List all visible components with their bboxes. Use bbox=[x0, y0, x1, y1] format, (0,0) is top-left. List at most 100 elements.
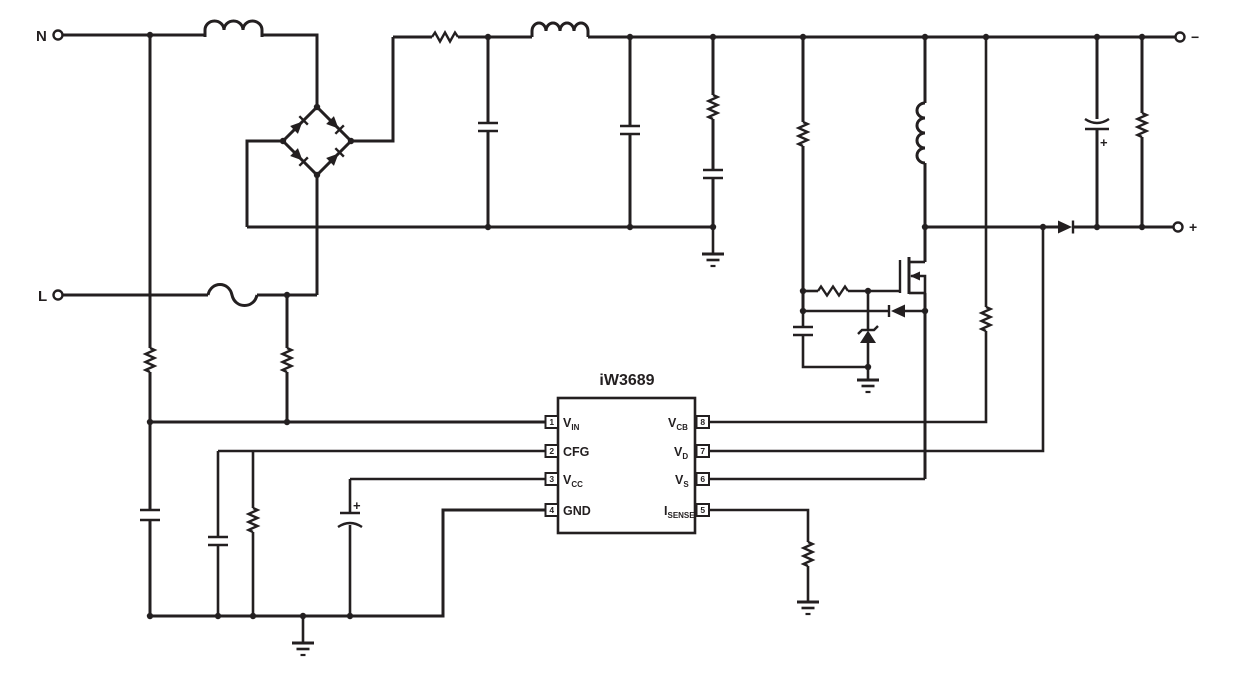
zener-diode-icon bbox=[857, 325, 879, 343]
junction-dot bbox=[283, 418, 291, 426]
pin-1-box bbox=[544, 415, 559, 429]
ic-title: iW3689 bbox=[599, 372, 654, 389]
junction-dot bbox=[146, 418, 154, 426]
dc-return-rail bbox=[247, 223, 724, 268]
wire-dc-negative bbox=[245, 139, 283, 227]
gate-resistor-icon bbox=[817, 284, 849, 298]
junction-dot bbox=[313, 103, 321, 111]
line-terminal-icon bbox=[52, 289, 64, 301]
pin-label-isense: ISENSE bbox=[664, 504, 695, 520]
wire bbox=[709, 331, 988, 424]
pin-7-number: 7 bbox=[700, 446, 705, 456]
output-positive-label: + bbox=[1189, 219, 1197, 235]
rc-damping-branch bbox=[703, 37, 723, 227]
bridge-rectifier bbox=[245, 37, 395, 227]
wire bbox=[262, 33, 319, 107]
pin-6-box bbox=[695, 472, 710, 486]
ground-icon bbox=[702, 252, 724, 268]
output-capacitor: + bbox=[1084, 37, 1110, 227]
neutral-terminal-icon bbox=[52, 29, 64, 41]
wire-dc-positive bbox=[351, 37, 395, 143]
pin-2-box bbox=[544, 444, 559, 458]
resistor-icon bbox=[705, 93, 721, 121]
bus-capacitor-1 bbox=[478, 37, 498, 227]
resistor-icon bbox=[795, 120, 811, 148]
pin-7-box bbox=[695, 444, 710, 458]
cap-plus-mark: + bbox=[353, 498, 361, 513]
capacitor-icon bbox=[620, 124, 640, 136]
pin-label-cfg: CFG bbox=[563, 445, 589, 459]
vcc-network: + bbox=[337, 477, 545, 616]
ground-icon bbox=[292, 641, 314, 657]
bridge-diode-icon bbox=[290, 148, 309, 167]
ground-icon bbox=[857, 378, 879, 394]
capacitor-icon bbox=[140, 508, 160, 522]
startup-branch bbox=[793, 37, 929, 394]
pin-1-number: 1 bbox=[549, 417, 554, 427]
junction-dot bbox=[313, 171, 321, 179]
bridge-diode-icon bbox=[326, 147, 345, 166]
bridge-diode-icon bbox=[326, 116, 345, 135]
ac-neutral-input: N bbox=[36, 19, 319, 107]
pin-4-box bbox=[544, 503, 559, 517]
ic-body bbox=[556, 396, 697, 535]
bus-capacitor-2 bbox=[620, 37, 640, 227]
fuse-icon bbox=[206, 283, 259, 307]
pin-label-vcc: VCC bbox=[563, 473, 583, 489]
resistor-icon bbox=[978, 305, 994, 333]
isense-network bbox=[709, 508, 819, 616]
filter-inductor-icon bbox=[530, 21, 590, 37]
output-negative-label: − bbox=[1191, 29, 1199, 45]
vd-branch bbox=[709, 227, 1045, 453]
pin-5-number: 5 bbox=[700, 505, 705, 515]
junction-dot bbox=[1039, 223, 1047, 231]
top-dc-rail bbox=[393, 21, 1176, 44]
pin-6-number: 6 bbox=[700, 474, 705, 484]
wire bbox=[709, 227, 1045, 453]
wire bbox=[801, 335, 868, 369]
polarized-cap-curved-plate bbox=[1084, 117, 1110, 125]
resistor-icon bbox=[142, 346, 158, 374]
cfg-network bbox=[208, 449, 545, 616]
resistor-icon bbox=[431, 30, 459, 44]
pin-3-box bbox=[544, 472, 559, 486]
resistor-icon bbox=[1134, 111, 1150, 139]
pin-2-number: 2 bbox=[549, 446, 554, 456]
ground-icon bbox=[797, 600, 819, 616]
pin-label-vs: VS bbox=[675, 473, 689, 489]
wire bbox=[709, 508, 810, 542]
vcb-branch bbox=[709, 37, 994, 424]
junction-dot bbox=[146, 612, 154, 620]
sense-resistor-icon bbox=[800, 540, 816, 568]
capacitor-icon bbox=[208, 535, 228, 547]
pin-label-gnd: GND bbox=[563, 504, 591, 518]
capacitor-icon bbox=[793, 325, 813, 337]
ac-line-input: L bbox=[38, 175, 319, 307]
resistor-icon bbox=[279, 346, 295, 374]
diode-icon bbox=[887, 304, 905, 318]
resistor-icon bbox=[245, 506, 261, 534]
pin-label-vin: VIN bbox=[563, 416, 580, 432]
output-positive-terminal-icon bbox=[1172, 221, 1184, 233]
buck-power-stage bbox=[898, 37, 929, 479]
vin-rail bbox=[146, 418, 545, 426]
mosfet-arrow bbox=[910, 271, 920, 281]
pin-label-vd: VD bbox=[674, 445, 688, 461]
bottom-ground-rail bbox=[146, 508, 545, 657]
capacitor-icon bbox=[478, 121, 498, 133]
output-section: + − + bbox=[925, 29, 1199, 235]
neutral-terminal-label: N bbox=[36, 28, 47, 45]
pin-4-number: 4 bbox=[549, 505, 554, 515]
buck-inductor-icon bbox=[915, 101, 926, 165]
pin-3-number: 3 bbox=[549, 474, 554, 484]
pin-8-number: 8 bbox=[700, 417, 705, 427]
wire bbox=[150, 508, 545, 618]
line-terminal-label: L bbox=[38, 288, 47, 305]
ic-iw3689: iW3689 1 2 3 4 8 7 6 5 VIN CFG VCC GND V… bbox=[544, 372, 710, 535]
output-negative-terminal-icon bbox=[1174, 31, 1186, 43]
input-divider-branch-2 bbox=[279, 295, 295, 422]
bridge-outline bbox=[280, 104, 354, 178]
pin-5-box bbox=[695, 503, 710, 517]
